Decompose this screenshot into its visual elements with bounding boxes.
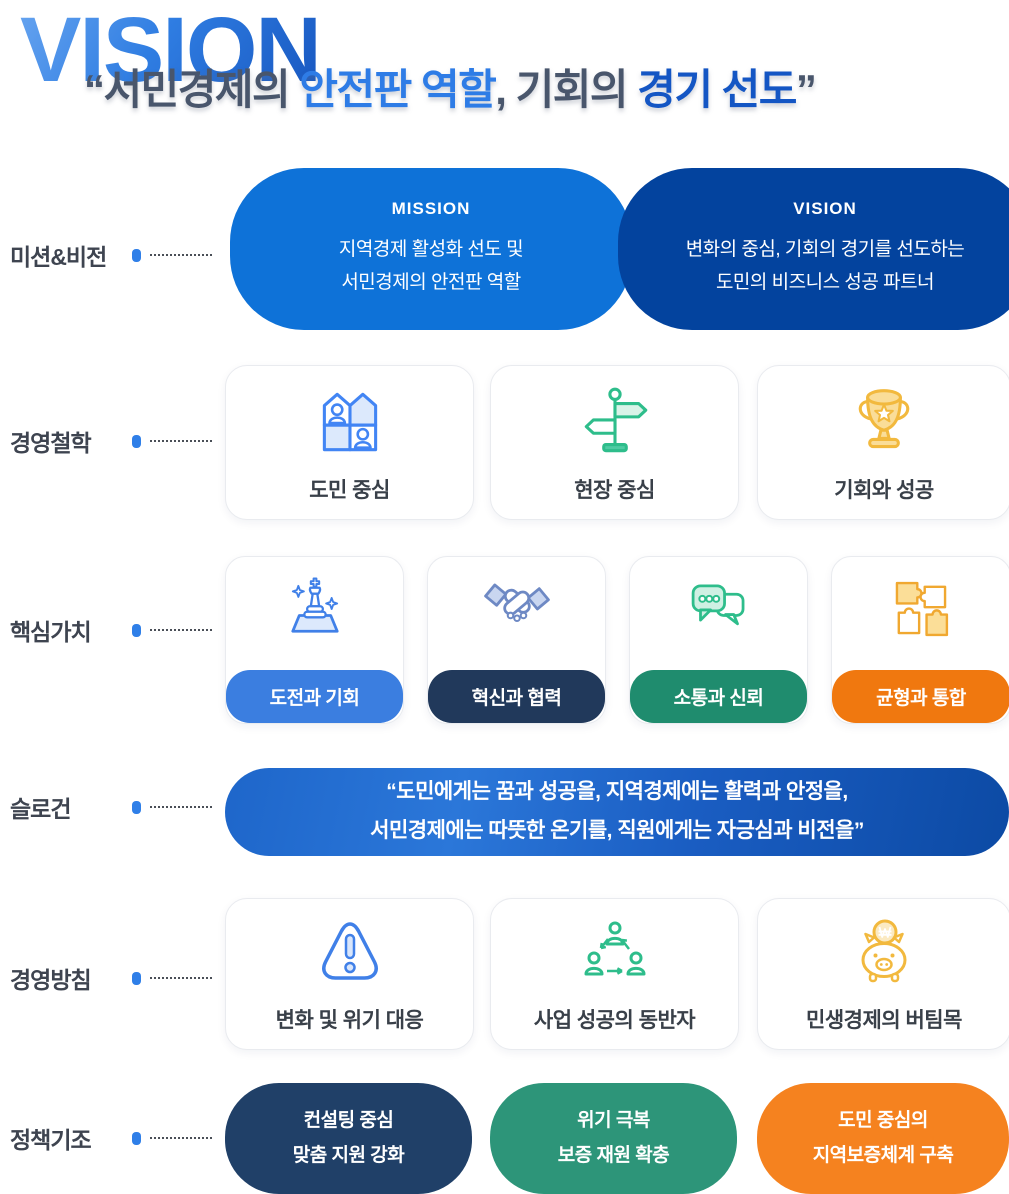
row-dot-icon <box>132 1131 141 1145</box>
slogan-line-1: “도민에게는 꿈과 성공을, 지역경제에는 활력과 안정을, <box>386 780 848 804</box>
core-value-card-communication: 소통과 신뢰 <box>629 556 808 724</box>
stance-pill-line-2: 맞춤 지원 강화 <box>292 1144 405 1166</box>
vision-line-1: 변화의 중심, 기회의 경기를 선도하는 <box>685 238 965 260</box>
row-head-core-values: 핵심가치 <box>10 615 212 645</box>
row-label-stance: 정책기조 <box>10 1127 92 1153</box>
slogan-line-2: 서민경제에는 따뜻한 온기를, 직원에게는 자긍심과 비전을” <box>370 819 864 842</box>
stance-pill-regional-system: 도민 중심의 지역보증체계 구축 <box>757 1083 1009 1194</box>
core-value-card-balance: 균형과 통합 <box>831 556 1009 724</box>
stance-pill-line-2: 지역보증체계 구축 <box>812 1144 954 1166</box>
stance-pill-guarantee-funds: 위기 극복 보증 재원 확충 <box>490 1083 737 1194</box>
row-label-slogan: 슬로건 <box>10 796 71 822</box>
page-title: VISION <box>20 0 322 101</box>
row-head-policy: 경영방침 <box>10 963 212 993</box>
philosophy-card-citizen: 도민 중심 <box>225 365 474 520</box>
chat-bubbles-icon <box>691 584 744 626</box>
row-label-philosophy: 경영철학 <box>10 430 92 456</box>
philosophy-card-field: 현장 중심 <box>490 365 739 520</box>
row-label-mission-vision: 미션&비전 <box>10 244 107 270</box>
philosophy-card-label: 현장 중심 <box>574 478 655 502</box>
stance-pill-line-1: 위기 극복 <box>577 1110 650 1132</box>
puzzle-icon <box>895 581 949 637</box>
core-value-pill: 균형과 통합 <box>832 670 1009 723</box>
quote-segment-4: 경기 선도 <box>637 66 797 113</box>
policy-card-crisis: 변화 및 위기 대응 <box>225 898 474 1050</box>
row-dotted-line <box>150 977 212 979</box>
core-value-pill: 도전과 기회 <box>226 670 403 723</box>
row-head-stance: 정책기조 <box>10 1123 212 1153</box>
row-label-core-values: 핵심가치 <box>10 619 92 645</box>
row-head-slogan: 슬로건 <box>10 792 212 822</box>
quote-open: “ <box>84 66 105 113</box>
philosophy-card-label: 기회와 성공 <box>834 478 934 502</box>
chess-piece-icon <box>290 577 339 633</box>
trophy-icon <box>858 388 910 448</box>
row-head-philosophy: 경영철학 <box>10 426 212 456</box>
quote-segment-1: 서민경제의 <box>103 66 300 113</box>
vision-pill: VISION 변화의 중심, 기회의 경기를 선도하는 도민의 비즈니스 성공 … <box>618 168 1009 330</box>
row-dotted-line <box>150 440 212 442</box>
row-dot-icon <box>132 800 141 814</box>
policy-card-label: 민생경제의 버팀목 <box>806 1009 962 1032</box>
header-quote: “서민경제의 안전판 역할, 기회의 경기 선도” <box>84 56 817 117</box>
quote-segment-3: , 기회의 <box>495 66 638 113</box>
stance-pill-line-1: 도민 중심의 <box>838 1110 928 1132</box>
policy-card-livelihood: 민생경제의 버팀목 <box>757 898 1009 1050</box>
handshake-icon <box>483 583 550 623</box>
core-value-pill: 혁신과 협력 <box>428 670 605 723</box>
core-value-card-challenge: 도전과 기회 <box>225 556 404 724</box>
houses-icon <box>322 392 377 451</box>
row-dot-icon <box>132 971 141 985</box>
row-dot-icon <box>132 434 141 448</box>
mission-title: MISSION <box>391 198 471 218</box>
policy-card-partner: 사업 성공의 동반자 <box>490 898 739 1050</box>
mission-pill: MISSION 지역경제 활성화 선도 및 서민경제의 안전판 역할 <box>230 168 632 330</box>
philosophy-card-label: 도민 중심 <box>309 478 390 502</box>
row-label-policy: 경영방침 <box>10 967 92 993</box>
core-value-card-innovation: 혁신과 협력 <box>427 556 606 724</box>
stance-pill-line-1: 컨설팅 중심 <box>303 1110 394 1132</box>
row-dotted-line <box>150 806 212 808</box>
stance-pill-consulting: 컨설팅 중심 맞춤 지원 강화 <box>225 1083 472 1194</box>
row-dot-icon <box>132 623 141 637</box>
slogan-pill: “도민에게는 꿈과 성공을, 지역경제에는 활력과 안정을, 서민경제에는 따뜻… <box>225 768 1009 856</box>
quote-close: ” <box>795 66 817 113</box>
row-dotted-line <box>150 254 212 256</box>
mission-line-2: 서민경제의 안전판 역할 <box>341 272 521 293</box>
warning-icon <box>321 922 378 980</box>
row-dot-icon <box>132 248 141 262</box>
vision-title-label: VISION <box>793 198 857 218</box>
stance-pill-line-2: 보증 재원 확충 <box>557 1144 670 1166</box>
row-dotted-line <box>150 629 212 631</box>
philosophy-card-success: 기회와 성공 <box>757 365 1009 520</box>
people-cycle-icon <box>584 921 645 976</box>
policy-card-label: 사업 성공의 동반자 <box>533 1009 696 1032</box>
policy-card-label: 변화 및 위기 대응 <box>275 1009 424 1032</box>
quote-segment-2: 안전판 역할 <box>299 66 496 113</box>
mission-line-1: 지역경제 활성화 선도 및 <box>338 238 524 260</box>
core-value-pill: 소통과 신뢰 <box>630 670 807 723</box>
row-dotted-line <box>150 1137 212 1139</box>
piggy-bank-icon <box>861 919 907 983</box>
signpost-icon <box>584 387 647 452</box>
row-head-mission-vision: 미션&비전 <box>10 240 212 270</box>
vision-line-2: 도민의 비즈니스 성공 파트너 <box>715 272 935 293</box>
